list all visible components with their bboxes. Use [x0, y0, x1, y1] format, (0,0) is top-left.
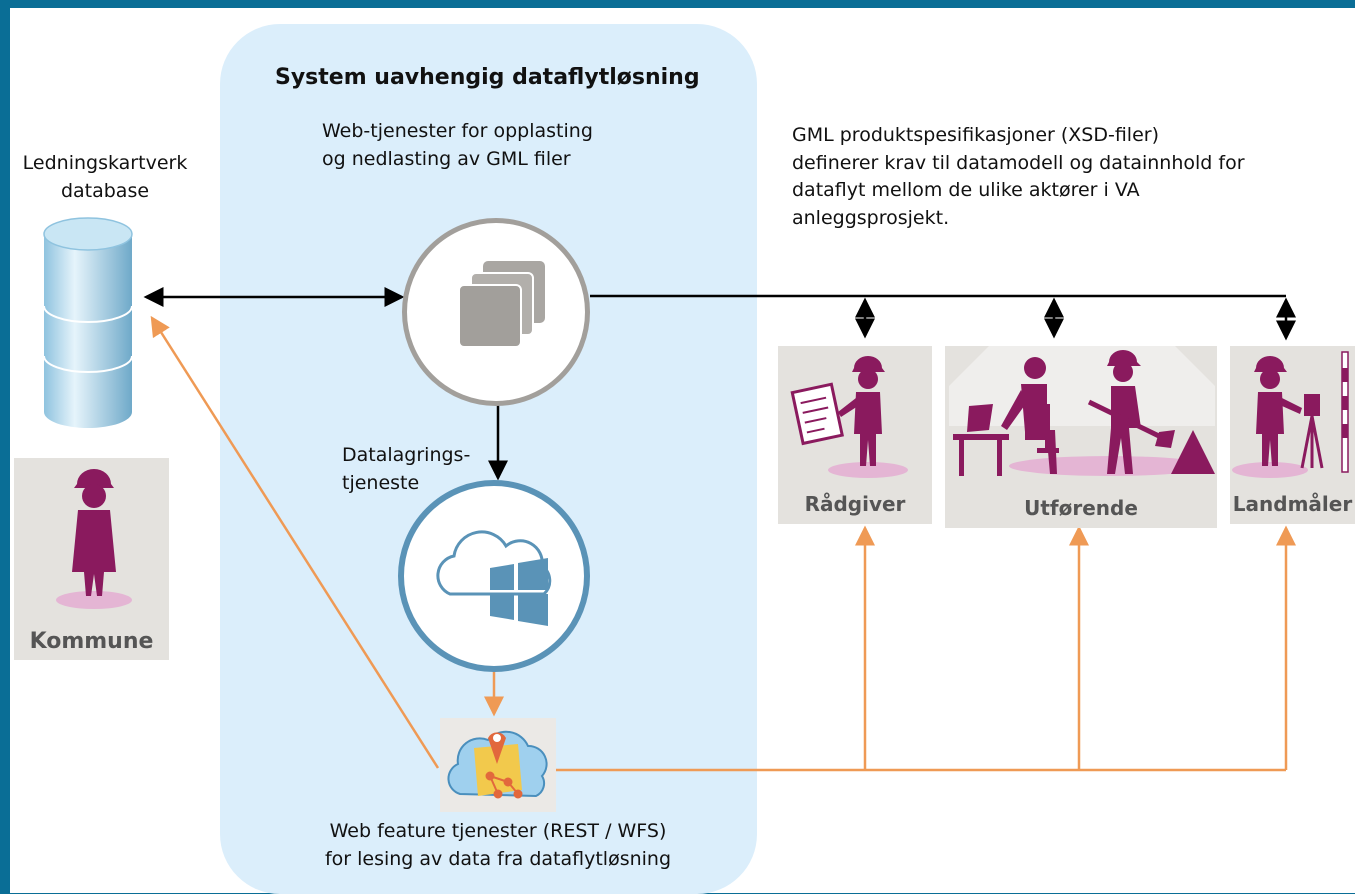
storage-label: Datalagrings- tjeneste [342, 442, 470, 497]
actor-label-radgiver: Rådgiver [804, 492, 906, 516]
gml-spec-line: GML produktspesifikasjoner (XSD-filer) [792, 124, 1160, 146]
wfs-label: Web feature tjenester (REST / WFS) for l… [288, 818, 708, 873]
diagram-title: System uavhengig dataflytløsning [275, 65, 700, 90]
wfs-line1: Web feature tjenester (REST / WFS) [329, 820, 667, 842]
contractor-icon [949, 346, 1215, 476]
upload-service-line1: Web-tjenester for opplasting [322, 120, 593, 142]
database-label: Ledningskartverk database [10, 150, 200, 205]
cloud-map-icon [447, 730, 548, 799]
wfs-db-arrow [150, 315, 440, 769]
actor-label-utforende: Utførende [1024, 496, 1138, 520]
actor-card-kommune: Kommune [14, 458, 169, 660]
storage-line2: tjeneste [342, 471, 420, 494]
connectors [143, 287, 1296, 772]
gml-spec-line: anleggsprosjekt. [792, 206, 950, 229]
actor-card-landmaler: Landmåler [1230, 346, 1355, 524]
actor-card-utforende: Utførende [945, 346, 1217, 528]
upload-service-node [402, 218, 590, 406]
upload-service-line2: og nedlasting av GML filer [322, 147, 571, 170]
database-line1: Ledningskartverk [22, 152, 188, 174]
database-line2: database [60, 179, 150, 202]
wfs-service-node [440, 718, 556, 812]
gml-spec-text: GML produktspesifikasjoner (XSD-filer) d… [792, 122, 1245, 232]
layers-icon [458, 261, 545, 348]
actor-card-radgiver: Rådgiver [778, 346, 932, 524]
database-cylinder-icon [43, 217, 133, 428]
consultant-icon [790, 356, 908, 478]
actor-label-kommune: Kommune [29, 629, 154, 654]
cloud-windows-icon [436, 530, 552, 626]
diagram-canvas: System uavhengig dataflytløsning Web-tje… [10, 8, 1355, 894]
surveyor-icon [1232, 351, 1349, 478]
upload-service-label: Web-tjenester for opplasting og nedlasti… [322, 118, 593, 173]
person-kommune-icon [56, 469, 132, 609]
gml-spec-line: definerer krav til datamodell og datainn… [792, 151, 1245, 174]
gml-spec-line: dataflyt mellom de ulike aktører i VA [792, 179, 1140, 202]
wfs-line2: for lesing av data fra dataflytløsning [324, 847, 672, 870]
actor-label-landmaler: Landmåler [1232, 492, 1353, 516]
storage-service-node [398, 480, 590, 672]
storage-line1: Datalagrings- [342, 444, 471, 466]
